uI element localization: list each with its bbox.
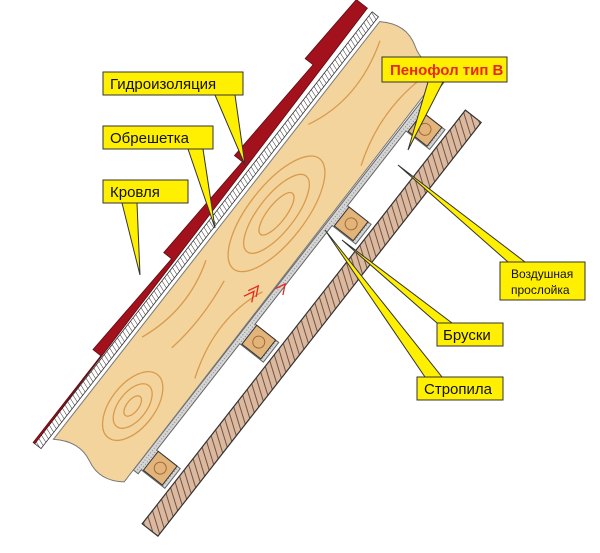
label-text: Воздушная (511, 267, 573, 281)
label-air-gap: Воздушная прослойка (499, 261, 586, 301)
airflow-arrow-icon (243, 282, 287, 303)
label-rafters: Стропила (416, 376, 504, 401)
label-text: Обрешетка (110, 130, 190, 147)
label-text: Стропила (424, 381, 493, 398)
pointer-roofing (121, 202, 141, 276)
waterproofing-layer (34, 11, 379, 450)
wood-grain (101, 40, 434, 441)
label-foil: Пенофол тип В (381, 56, 508, 83)
label-text: Бруски (443, 327, 491, 344)
pointer-air-gap (397, 164, 527, 263)
label-bars: Бруски (436, 322, 504, 347)
bars (142, 111, 443, 486)
rafter (141, 109, 482, 537)
label-roofing: Кровля (102, 179, 189, 204)
roofing-sheet (32, 0, 368, 445)
pointer-bars (341, 239, 454, 324)
label-battens: Обрешетка (102, 125, 214, 150)
pointer-waterproofing (214, 94, 246, 166)
label-text: Кровля (110, 184, 160, 201)
label-text: Гидроизоляция (110, 76, 216, 93)
label-text: Пенофол тип В (390, 62, 504, 79)
label-text: прослойка (511, 283, 570, 297)
label-waterproofing: Гидроизоляция (102, 71, 244, 96)
